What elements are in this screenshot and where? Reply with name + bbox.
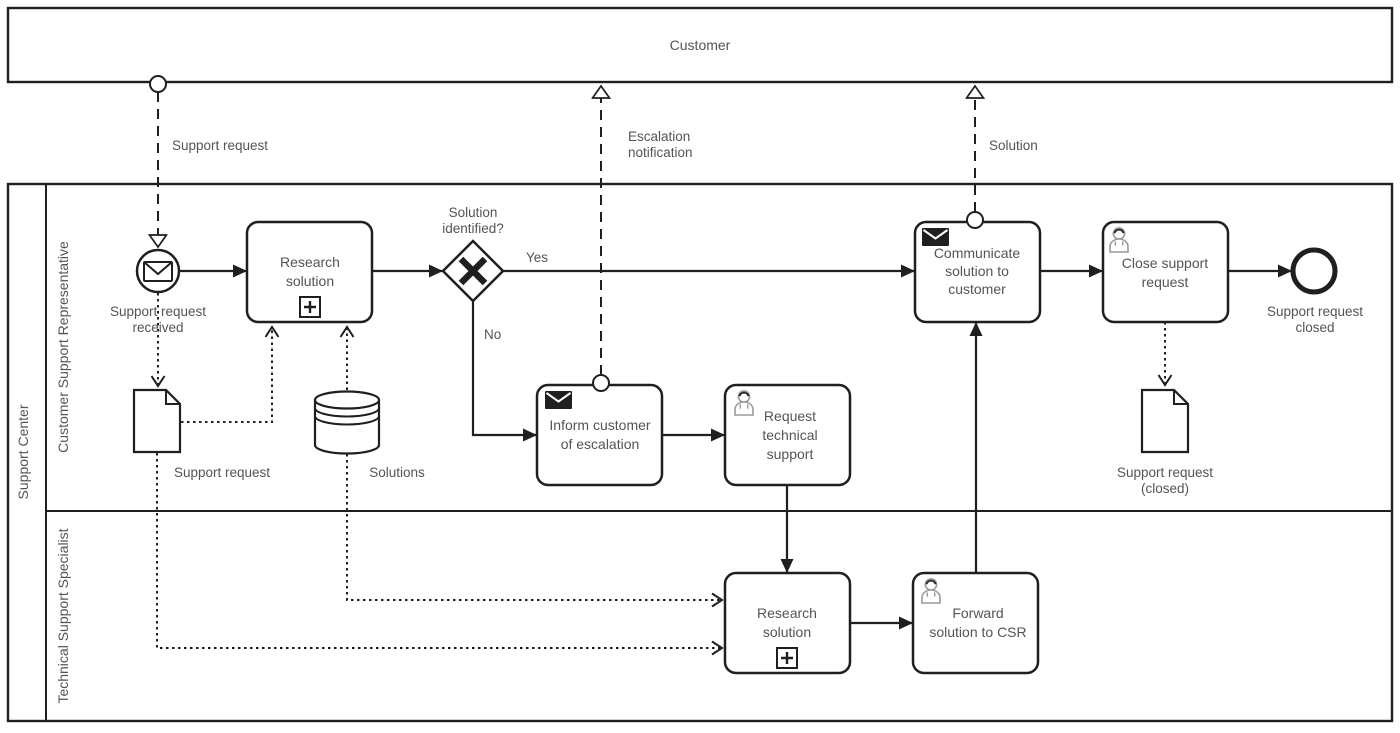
message-flow-escalation-notification: Escalation notification xyxy=(601,86,693,375)
plus-icon xyxy=(299,296,321,318)
pool-support-label: Support Center xyxy=(15,404,31,499)
task-close-support-request: Close support request xyxy=(1101,220,1230,324)
task-label: solution to xyxy=(945,263,1009,279)
assoc-solutions-to-research-tss xyxy=(346,454,724,608)
task-label: of escalation xyxy=(561,436,640,452)
task-label: support xyxy=(767,446,814,462)
x-icon xyxy=(458,256,488,286)
message-flow-support-request: Support request xyxy=(149,75,268,247)
task-label: Communicate xyxy=(934,245,1021,261)
task-label: solution to CSR xyxy=(929,624,1026,640)
task-label: Forward xyxy=(952,605,1003,621)
start-event-label-2: received xyxy=(132,320,183,335)
envelope-filled-icon xyxy=(922,228,949,246)
message-flow-escalation-label-1: Escalation xyxy=(628,129,690,144)
gateway-no-label: No xyxy=(484,327,501,342)
sequence-flows xyxy=(180,264,1292,630)
data-object-label-1: Support request xyxy=(1117,465,1213,480)
assoc-support-request-to-research-csr xyxy=(181,325,280,423)
gateway-label-2: identified? xyxy=(442,221,504,236)
pool-customer: Customer xyxy=(6,6,1394,84)
data-object-label: Support request xyxy=(174,465,270,480)
task-label: solution xyxy=(286,273,334,289)
data-store-label: Solutions xyxy=(369,465,425,480)
end-event-label-2: closed xyxy=(1295,320,1334,335)
plus-icon xyxy=(776,647,798,669)
data-associations xyxy=(150,293,1173,656)
task-research-solution-tss: Research solution xyxy=(723,571,852,675)
data-object-support-request: Support request xyxy=(132,388,270,480)
data-object-support-request-closed: Support request (closed) xyxy=(1117,388,1213,496)
message-flow-source-dot xyxy=(149,75,167,93)
task-label: Research xyxy=(757,605,817,621)
task-label: technical xyxy=(762,427,817,443)
message-flow-source-dot xyxy=(592,374,610,392)
lane-csr-label: Customer Support Representative xyxy=(55,241,71,453)
message-flow-solution-label: Solution xyxy=(989,138,1038,153)
start-event-label-1: Support request xyxy=(110,304,206,319)
task-inform-customer-of-escalation: Inform customer of escalation xyxy=(535,374,664,487)
task-label: request xyxy=(1142,274,1189,290)
envelope-icon xyxy=(143,261,173,282)
task-label: Close support xyxy=(1122,255,1208,271)
task-label: customer xyxy=(948,281,1006,297)
task-label: solution xyxy=(763,624,811,640)
task-label: Request xyxy=(764,408,816,424)
message-flow-escalation-label-2: notification xyxy=(628,145,693,160)
exclusive-gateway: Solution identified? Yes No xyxy=(441,205,548,342)
pool-customer-label: Customer xyxy=(670,37,731,53)
envelope-filled-icon xyxy=(545,391,572,409)
gateway-yes-label: Yes xyxy=(526,250,548,265)
message-flow-solution: Solution xyxy=(975,86,1038,212)
data-store-solutions: Solutions xyxy=(313,390,425,480)
task-label: Research xyxy=(280,254,340,270)
message-flow-support-request-label: Support request xyxy=(172,138,268,153)
message-flow-source-dot xyxy=(966,211,984,229)
task-request-technical-support: Request technical support xyxy=(723,383,852,487)
gateway-label-1: Solution xyxy=(449,205,498,220)
lane-tss-label: Technical Support Specialist xyxy=(55,528,71,703)
task-communicate-solution: Communicate solution to customer xyxy=(913,211,1042,324)
assoc-support-request-to-research-tss xyxy=(156,453,724,656)
task-forward-solution-to-csr: Forward solution to CSR xyxy=(911,571,1040,675)
data-object-label-2: (closed) xyxy=(1141,481,1189,496)
flow-gateway-no-to-inform xyxy=(471,301,537,442)
start-event-message: Support request received xyxy=(110,248,206,335)
task-research-solution-csr: Research solution xyxy=(245,220,374,324)
end-event: Support request closed xyxy=(1267,247,1363,335)
task-label: Inform customer xyxy=(549,417,650,433)
end-event-label-1: Support request xyxy=(1267,304,1363,319)
